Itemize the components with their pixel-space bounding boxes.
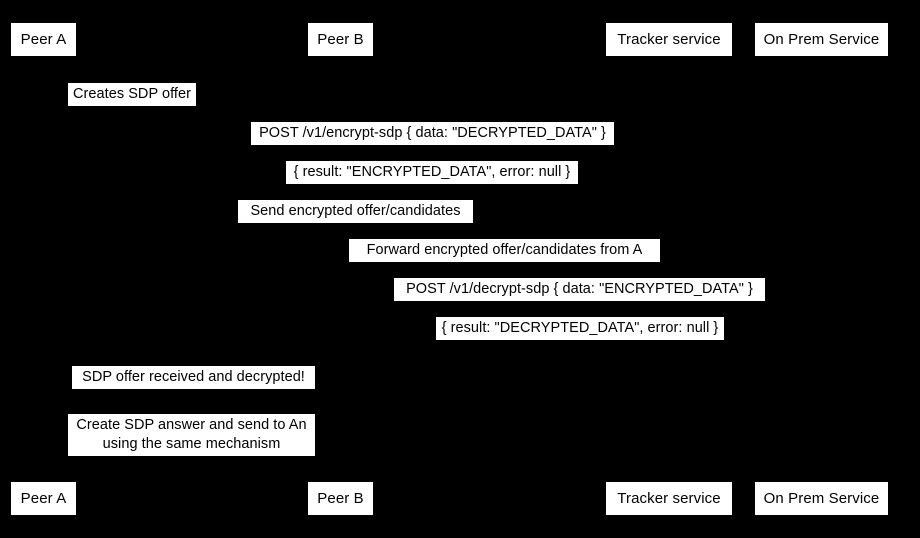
participant-footer-peer-b[interactable]: Peer B [307,481,374,516]
participant-label: Peer A [20,490,67,507]
participant-label: Peer B [317,490,364,507]
lifeline-stroke-peer-a [43,57,44,481]
participant-label: Peer A [20,31,67,48]
participant-header-on-prem-service[interactable]: On Prem Service [754,22,889,57]
message-label-post-encrypt-sdp[interactable]: POST /v1/encrypt-sdp { data: "DECRYPTED_… [251,122,614,145]
message-label-encrypt-sdp-result[interactable]: { result: "ENCRYPTED_DATA", error: null … [286,161,578,184]
message-label-create-sdp-answer[interactable]: Create SDP answer and send to An using t… [68,414,315,456]
participant-footer-tracker-service[interactable]: Tracker service [605,481,733,516]
participant-footer-peer-a[interactable]: Peer A [10,481,77,516]
message-label-send-encrypted-offer[interactable]: Send encrypted offer/candidates [238,200,473,223]
lifeline-stroke-tracker-service [669,57,670,481]
participant-label: Tracker service [617,31,721,48]
message-label-creates-sdp-offer[interactable]: Creates SDP offer [68,83,196,106]
participant-header-peer-b[interactable]: Peer B [307,22,374,57]
message-label-line-1: Create SDP answer and send to An [76,417,307,433]
participant-label: On Prem Service [763,31,880,48]
participant-header-tracker-service[interactable]: Tracker service [605,22,733,57]
participant-header-peer-a[interactable]: Peer A [10,22,77,57]
message-label-sdp-offer-received[interactable]: SDP offer received and decrypted! [72,366,315,389]
message-label-post-decrypt-sdp[interactable]: POST /v1/decrypt-sdp { data: "ENCRYPTED_… [394,278,765,301]
lifeline-stroke-on-prem-service [821,57,822,481]
message-label-line-2: using the same mechanism [102,436,281,452]
participant-footer-on-prem-service[interactable]: On Prem Service [754,481,889,516]
participant-label: Peer B [317,31,364,48]
lifeline-stroke-peer-b [340,57,341,481]
message-label-forward-encrypted-offer[interactable]: Forward encrypted offer/candidates from … [349,239,660,262]
participant-label: Tracker service [617,490,721,507]
message-label-decrypt-sdp-result[interactable]: { result: "DECRYPTED_DATA", error: null … [436,317,724,340]
participant-label: On Prem Service [763,490,880,507]
